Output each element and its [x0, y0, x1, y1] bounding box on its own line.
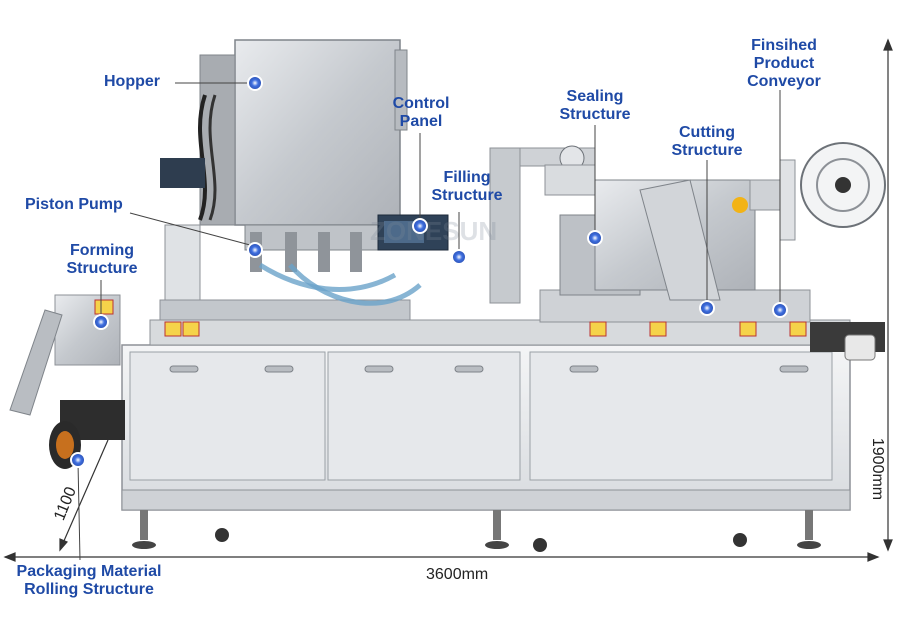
callout-packaging-line1: Packaging Material: [16, 563, 162, 580]
callout-cutting-line1: Cutting: [679, 124, 735, 141]
callout-control-panel: Control Panel: [386, 95, 456, 131]
dimension-width: 3600mm: [426, 566, 489, 583]
callout-piston-pump: Piston Pump: [25, 196, 123, 214]
dimension-height: 1900mm: [869, 437, 886, 501]
conveyor-wheel: [779, 142, 886, 241]
callout-packaging-material: Packaging Material Rolling Structure: [2, 563, 176, 599]
callout-control-line1: Control: [392, 95, 450, 112]
callout-sealing-line1: Sealing: [566, 88, 624, 105]
marker-control-panel: [412, 218, 428, 234]
marker-filling: [451, 249, 467, 265]
callout-conveyor-line3: Conveyor: [747, 73, 821, 90]
callout-hopper: Hopper: [104, 73, 160, 91]
marker-cutting: [699, 300, 715, 316]
callout-forming-line1: Forming: [70, 242, 134, 259]
packaging-roll: [9, 309, 125, 469]
callout-piston-pump-text: Piston Pump: [25, 196, 123, 213]
callout-finished-product-conveyor: Finsihed Product Conveyor: [738, 37, 830, 91]
callout-filling-structure: Filling Structure: [424, 169, 510, 205]
callout-cutting-line2: Structure: [671, 142, 743, 159]
callout-hopper-text: Hopper: [104, 73, 160, 90]
dimension-lines: [3, 38, 893, 562]
callout-packaging-line2: Rolling Structure: [24, 581, 154, 598]
marker-forming: [93, 314, 109, 330]
callout-filling-line1: Filling: [443, 169, 491, 186]
base-cabinet: [121, 344, 851, 552]
callout-lines: [77, 82, 781, 561]
marker-conveyor: [772, 302, 788, 318]
callout-conveyor-line2: Product: [753, 55, 815, 72]
callout-cutting-structure: Cutting Structure: [664, 124, 750, 160]
piston-pumps: [164, 224, 422, 306]
marker-piston-pump: [247, 242, 263, 258]
callout-sealing-line2: Structure: [559, 106, 631, 123]
callout-filling-line2: Structure: [431, 187, 503, 204]
callout-conveyor-line1: Finsihed: [751, 37, 817, 54]
working-table: [54, 289, 885, 366]
warning-labels: [94, 299, 807, 337]
marker-packaging: [70, 452, 86, 468]
hopper: [160, 39, 408, 251]
callout-control-line2: Panel: [399, 113, 443, 130]
sealing-cutting-section: [489, 145, 781, 304]
watermark: ZONESUN: [370, 216, 497, 246]
marker-sealing: [587, 230, 603, 246]
callout-forming-line2: Structure: [66, 260, 138, 277]
callout-forming-structure: Forming Structure: [60, 242, 144, 278]
callout-sealing-structure: Sealing Structure: [553, 88, 637, 124]
callout-markers: [70, 75, 788, 468]
marker-hopper: [247, 75, 263, 91]
